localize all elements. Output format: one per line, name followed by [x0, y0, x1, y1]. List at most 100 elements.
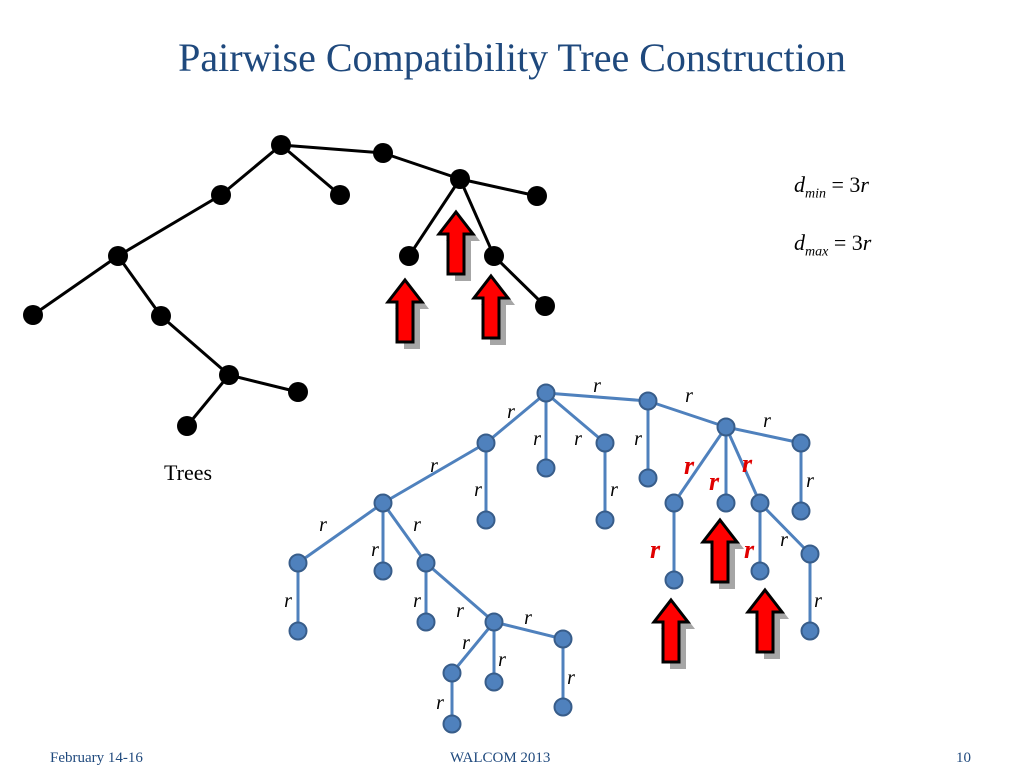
arrows	[384, 209, 789, 669]
blue-tree-node	[416, 612, 436, 632]
black-tree-edge	[228, 373, 299, 394]
black-tree-edges	[32, 143, 547, 427]
blue-tree-edge	[450, 621, 496, 674]
edge-label-r: r	[533, 428, 541, 450]
dmax-formula: dmax = 3r	[794, 230, 872, 260]
blue-tree-node	[750, 561, 770, 581]
up-arrow-icon	[699, 517, 744, 589]
blue-tree-node	[484, 672, 504, 692]
up-arrow-icon	[470, 273, 515, 345]
edge-label-r: r	[456, 600, 464, 622]
footer-page: 10	[956, 750, 971, 766]
blue-tree-node	[791, 433, 811, 453]
black-tree-node	[373, 143, 393, 163]
blue-tree-node	[373, 561, 393, 581]
blue-tree-edge	[485, 391, 547, 445]
blue-tree-node	[664, 570, 684, 590]
blue-tree-node	[800, 544, 820, 564]
blue-tree-edge	[724, 426, 762, 504]
black-tree-node	[527, 186, 547, 206]
footer-event: WALCOM 2013	[450, 750, 551, 766]
black-tree-edge	[185, 374, 231, 427]
black-tree-edge	[220, 143, 282, 197]
black-tree-edge	[280, 143, 341, 197]
black-tree-node	[450, 169, 470, 189]
edge-label-r-highlight: r	[684, 451, 695, 480]
edge-label-r: r	[413, 514, 421, 536]
edge-label-r: r	[763, 410, 771, 432]
edge-label-r-highlight: r	[650, 535, 661, 564]
edge-label-r: r	[430, 455, 438, 477]
edge-label-r-highlight: r	[744, 535, 755, 564]
up-arrow-icon	[435, 209, 480, 281]
black-tree-node	[271, 135, 291, 155]
dmin-formula: dmin = 3r	[794, 172, 869, 202]
blue-tree-edge	[545, 391, 606, 445]
black-tree-nodes	[23, 135, 555, 436]
blue-tree-edge	[425, 561, 495, 624]
edge-label-r: r	[498, 649, 506, 671]
blue-tree-node	[536, 383, 556, 403]
blue-tree-edge	[382, 441, 487, 505]
black-tree-node	[177, 416, 197, 436]
edge-label-r: r	[806, 470, 814, 492]
edge-label-r-highlight: r	[742, 449, 753, 478]
edge-label-r: r	[507, 401, 515, 423]
slide-title: Pairwise Compatibility Tree Construction	[178, 35, 846, 80]
blue-tree-node	[442, 663, 462, 683]
edge-label-r: r	[474, 479, 482, 501]
edge-label-r: r	[593, 375, 601, 397]
blue-tree-node	[288, 553, 308, 573]
blue-tree-edge	[758, 501, 812, 556]
edge-label-r: r	[524, 607, 532, 629]
trees-caption: Trees	[164, 460, 213, 485]
black-tree-node	[151, 306, 171, 326]
blue-tree-node	[800, 621, 820, 641]
blue-tree-node	[595, 433, 615, 453]
edge-label-r: r	[814, 590, 822, 612]
edge-label-r: r	[436, 692, 444, 714]
up-arrow-icon	[650, 597, 695, 669]
blue-tree-node	[791, 501, 811, 521]
black-tree-edge	[116, 255, 163, 317]
edge-label-r: r	[685, 385, 693, 407]
blue-tree-node	[536, 458, 556, 478]
up-arrow-icon	[744, 587, 789, 659]
black-tree-edge	[32, 254, 119, 317]
blue-tree-node	[484, 612, 504, 632]
blue-tree-edge	[725, 425, 802, 445]
blue-tree-edge	[647, 399, 727, 429]
blue-tree-node	[442, 714, 462, 734]
blue-tree-edge	[545, 391, 649, 403]
up-arrow-icon	[384, 277, 429, 349]
blue-tree-edges	[296, 391, 812, 724]
black-tree-edge	[492, 254, 547, 308]
blue-tree-node	[750, 493, 770, 513]
blue-tree-nodes	[288, 383, 820, 734]
edge-label-r: r	[567, 667, 575, 689]
black-tree-node	[23, 305, 43, 325]
black-tree-node	[211, 185, 231, 205]
blue-tree-node	[638, 468, 658, 488]
blue-tree-node	[595, 510, 615, 530]
black-tree-node	[219, 365, 239, 385]
blue-tree-edge	[493, 620, 564, 641]
black-tree-edge	[280, 143, 384, 155]
blue-tree-node	[553, 697, 573, 717]
blue-tree-edge	[672, 426, 728, 504]
black-tree-node	[399, 246, 419, 266]
edge-label-r: r	[319, 514, 327, 536]
footer-date: February 14-16	[50, 750, 143, 766]
edge-label-r: r	[413, 590, 421, 612]
black-tree-node	[535, 296, 555, 316]
edge-label-r: r	[780, 529, 788, 551]
edge-label-r: r	[284, 590, 292, 612]
blue-tree-node	[664, 493, 684, 513]
black-tree-node	[330, 185, 350, 205]
black-tree-edge	[407, 178, 462, 257]
blue-tree-edge	[297, 501, 384, 565]
black-tree-edge	[160, 314, 230, 377]
black-tree-node	[108, 246, 128, 266]
blue-tree-node	[416, 553, 436, 573]
